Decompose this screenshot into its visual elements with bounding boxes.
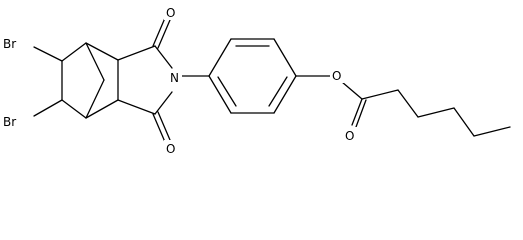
nitrogen-label: N [170,71,179,85]
bond [208,75,232,114]
bond [117,45,156,61]
bond [85,99,119,119]
bond [397,89,419,118]
bond [268,76,288,107]
bond [85,42,119,61]
bond [273,75,297,114]
label-background [343,127,357,143]
bond [417,107,455,118]
bond [355,99,367,128]
bond [152,17,166,47]
bond [157,19,171,49]
label-background [1,113,28,129]
label-background [164,4,178,20]
bond [154,91,173,115]
bond [351,98,363,126]
bromine-label-top: Br [3,37,16,51]
bond [208,38,232,77]
chemical-structure: Br Br O O N O O [1,4,511,156]
bond [61,42,87,62]
label-background [168,69,182,85]
bond [157,111,171,141]
bond [453,107,475,137]
oxygen-label-ester: O [332,69,341,83]
label-background [330,67,344,83]
atom-labels: Br Br O O N O O [1,4,357,156]
oxygen-label-imide-bottom: O [166,142,175,156]
bond [33,46,63,62]
bond [85,42,105,81]
bond [273,38,297,77]
bonds [33,17,511,143]
bond [473,126,511,137]
bond [217,76,237,107]
bond [61,99,87,119]
bond [361,89,399,100]
bond [117,99,156,115]
bond [33,99,63,117]
label-background [164,140,178,156]
bond [85,79,105,119]
bromine-label-bottom: Br [3,115,16,129]
oxygen-label-carbonyl: O [345,129,354,143]
oxygen-label-imide-top: O [166,6,175,20]
label-background [1,35,28,51]
bond [154,45,173,69]
bond [152,113,166,143]
bond [341,81,363,100]
